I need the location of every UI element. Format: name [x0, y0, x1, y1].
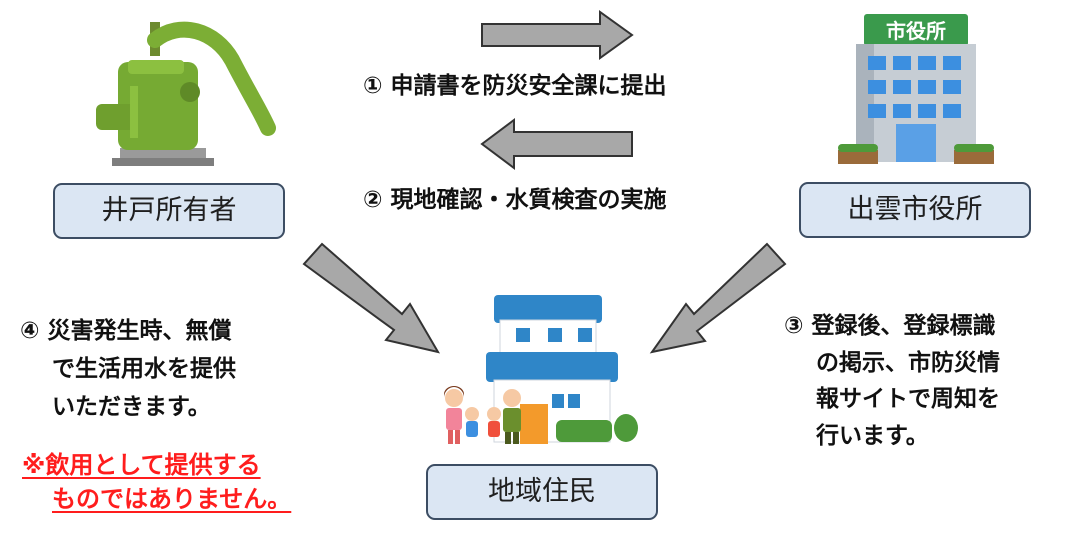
- step-4-line: いただきます。: [52, 394, 211, 420]
- node-label: 井戸所有者: [101, 195, 237, 226]
- arrow-left-icon: [480, 118, 633, 170]
- node-residents: 地域住民: [426, 464, 658, 520]
- drinking-warning-note: ※飲用として提供する ものではありません。: [22, 448, 291, 516]
- city-hall-building-icon: [838, 14, 994, 164]
- node-label: 出雲市役所: [847, 194, 983, 225]
- building-sign-text: 市役所: [886, 19, 946, 43]
- arrow-right-icon: [481, 10, 634, 60]
- step-3-line: の掲示、市防災情: [816, 349, 1000, 376]
- step-2-label: ② 現地確認・水質検査の実施: [363, 187, 667, 213]
- step-1-label: ① 申請書を防災安全課に提出: [363, 73, 667, 99]
- step-4-label: ④ 災害発生時、無償 で生活用水を提供 いただきます。: [20, 312, 236, 426]
- note-line: ものではありません。: [52, 485, 292, 513]
- arrow-down-left-icon: [649, 242, 787, 354]
- node-city-hall: 出雲市役所: [799, 182, 1031, 238]
- step-3-line: 行います。: [816, 422, 929, 449]
- step-3-line: ③ 登録後、登録標識: [784, 313, 996, 339]
- step-3-line: 報サイトで周知を: [816, 386, 1000, 412]
- house-with-family-icon: [444, 295, 638, 444]
- step-4-line: で生活用水を提供: [52, 356, 236, 382]
- water-pump-icon: [96, 21, 276, 166]
- node-label: 地域住民: [488, 476, 596, 507]
- step-4-line: ④ 災害発生時、無償: [20, 318, 232, 344]
- node-well-owner: 井戸所有者: [53, 183, 285, 239]
- step-3-label: ③ 登録後、登録標識 の掲示、市防災情 報サイトで周知を 行います。: [784, 308, 1000, 454]
- note-line: ※飲用として提供する: [22, 451, 261, 479]
- arrow-down-right-icon: [302, 242, 441, 354]
